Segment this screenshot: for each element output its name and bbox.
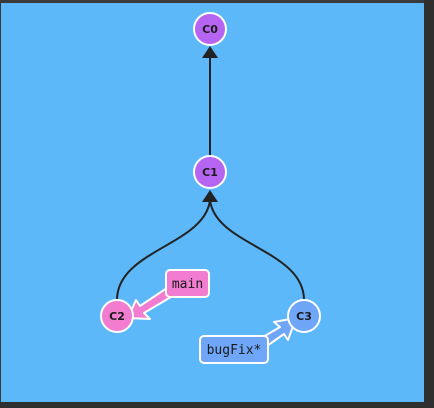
branch-tag-bugfix[interactable]: bugFix* xyxy=(199,335,269,364)
bottom-border xyxy=(0,402,434,408)
commit-node-c1[interactable]: C1 xyxy=(193,155,227,189)
arrowhead-c1 xyxy=(202,190,218,202)
branch-tag-bugfix-box xyxy=(199,335,269,364)
branch-tag-main[interactable]: main xyxy=(165,269,210,298)
edge-c3-to-c1 xyxy=(209,199,305,301)
commit-circle-c0 xyxy=(193,12,227,46)
commit-node-c0[interactable]: C0 xyxy=(193,12,227,46)
arrowhead-c0 xyxy=(202,46,218,58)
edge-c2-to-c1 xyxy=(116,199,211,301)
commit-node-c3[interactable]: C3 xyxy=(287,299,321,333)
commit-circle-c2 xyxy=(100,299,134,333)
commit-circle-c1 xyxy=(193,155,227,189)
right-border xyxy=(424,0,434,408)
commit-circle-c3 xyxy=(287,299,321,333)
branch-name-bugfix: bugFix* xyxy=(207,343,262,358)
commit-label-c1: C1 xyxy=(202,166,218,179)
commit-label-c3: C3 xyxy=(296,310,312,323)
commit-node-c2[interactable]: C2 xyxy=(100,299,134,333)
branch-name-main: main xyxy=(172,277,203,292)
branch-tag-main-box xyxy=(165,269,210,298)
commit-label-c2: C2 xyxy=(109,310,125,323)
commit-label-c0: C0 xyxy=(202,23,218,36)
